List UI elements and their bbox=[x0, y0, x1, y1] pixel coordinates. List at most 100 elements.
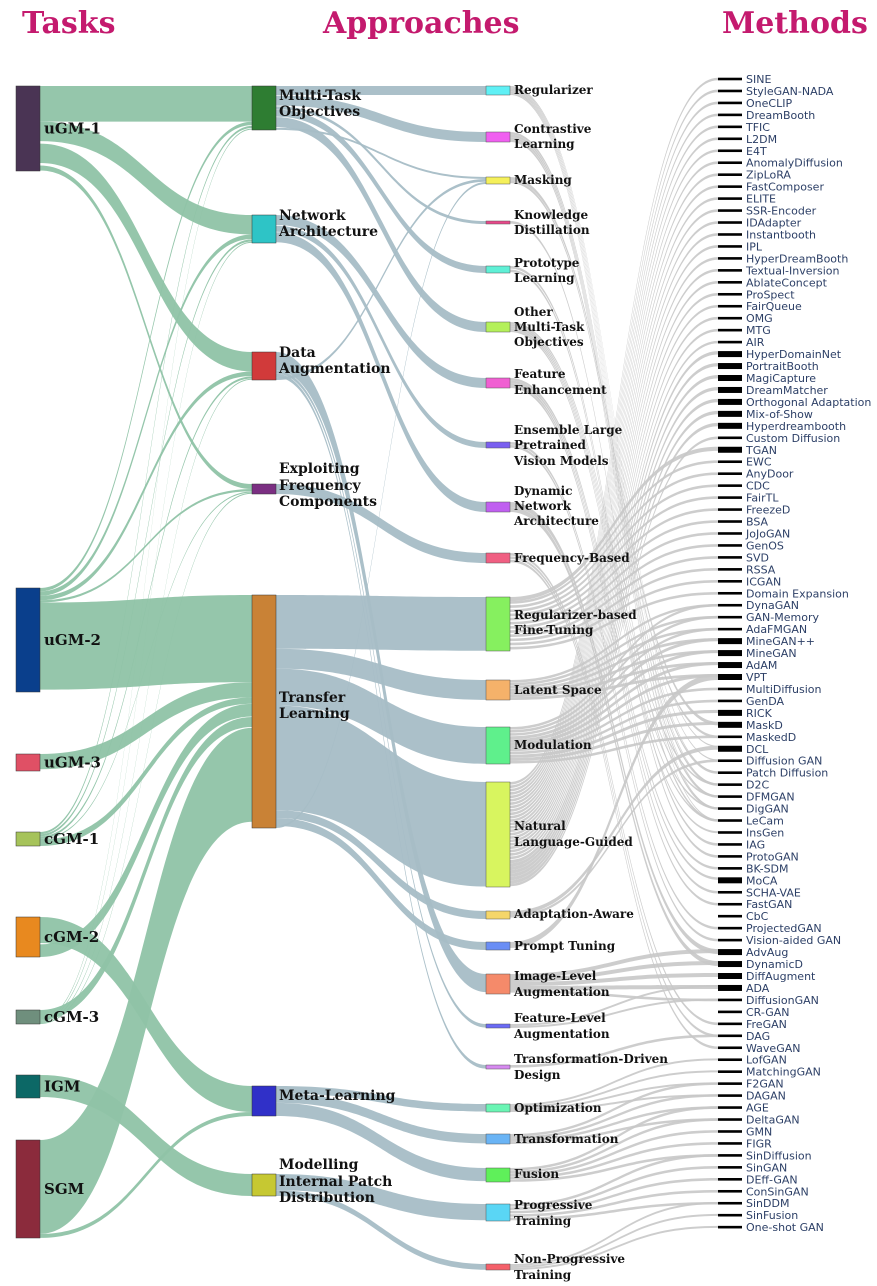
link-ugm2-da bbox=[40, 371, 252, 601]
method-label: AGE bbox=[746, 1102, 769, 1115]
method-node bbox=[718, 386, 742, 393]
link-nlg-method bbox=[510, 245, 718, 833]
method-node bbox=[718, 209, 742, 212]
category-label-na: Architecture bbox=[278, 224, 378, 240]
method-label: DAGAN bbox=[746, 1090, 786, 1103]
link-cgm1-mto bbox=[40, 125, 252, 835]
approach-links bbox=[276, 86, 486, 1270]
method-label: One-shot GAN bbox=[746, 1221, 824, 1234]
method-node bbox=[718, 771, 742, 774]
task-node-sgm bbox=[15, 1139, 41, 1239]
link-tl-aa bbox=[276, 810, 486, 919]
category-label-efc: Exploiting bbox=[279, 461, 360, 477]
method-node bbox=[718, 544, 742, 547]
link-cgm3-efc bbox=[40, 492, 252, 1024]
method-label: PortraitBooth bbox=[746, 360, 819, 373]
link-reg-method bbox=[510, 89, 718, 785]
approach-label-elpvm: Pretrained bbox=[514, 438, 587, 452]
link-mto-pl bbox=[276, 109, 486, 273]
approach-node-rbft bbox=[485, 596, 511, 652]
link-ls-method bbox=[510, 603, 718, 683]
method-node bbox=[718, 113, 742, 117]
method-label: ProjectedGAN bbox=[746, 922, 822, 935]
approach-node-mask bbox=[485, 176, 511, 185]
link-nlg-method bbox=[510, 89, 718, 788]
method-node bbox=[718, 890, 742, 894]
link-opt-method bbox=[510, 1058, 718, 1106]
link-ml-tr bbox=[276, 1093, 486, 1144]
link-ugm2-tl bbox=[40, 595, 252, 690]
method-label: EWC bbox=[746, 456, 772, 469]
method-label: SinFusion bbox=[746, 1209, 798, 1222]
link-cgm2-tl bbox=[40, 703, 252, 957]
method-node bbox=[718, 1034, 742, 1038]
method-node bbox=[718, 949, 742, 956]
approach-label-dna: Network bbox=[514, 499, 572, 513]
method-node bbox=[718, 1106, 742, 1109]
link-fb-method bbox=[510, 553, 718, 1026]
method-label: SCHA-VAE bbox=[746, 886, 801, 899]
method-label: OneCLIP bbox=[746, 97, 792, 110]
approach-node-tr bbox=[485, 1133, 511, 1145]
method-label: DigGAN bbox=[746, 803, 789, 816]
link-ugm1-da bbox=[40, 143, 252, 372]
link-mto-mask bbox=[276, 127, 486, 179]
method-node bbox=[718, 687, 742, 691]
method-links bbox=[510, 77, 718, 1270]
approach-node-fb bbox=[485, 552, 511, 564]
link-prog-method bbox=[510, 1189, 718, 1217]
approach-label-aa: Adaptation-Aware bbox=[513, 907, 634, 921]
method-node bbox=[718, 460, 742, 464]
method-label: JoJoGAN bbox=[745, 527, 790, 540]
approach-label-mask: Masking bbox=[514, 173, 572, 187]
method-label: D2C bbox=[746, 779, 769, 792]
method-node bbox=[718, 1142, 742, 1145]
method-node bbox=[718, 961, 742, 968]
link-fus-method bbox=[510, 1154, 718, 1182]
link-mod-method bbox=[510, 638, 718, 740]
link-cgm1-tl bbox=[40, 697, 252, 846]
link-ila-method bbox=[510, 990, 718, 1002]
approach-label-nprog: Non-Progressive bbox=[514, 1252, 625, 1266]
link-aa-method bbox=[510, 759, 718, 918]
method-label: DiffAugment bbox=[746, 970, 816, 983]
method-node bbox=[718, 615, 742, 619]
method-label: CR-GAN bbox=[746, 1006, 790, 1019]
method-label: ZipLoRA bbox=[746, 169, 791, 182]
link-mask-method bbox=[510, 180, 718, 739]
method-node bbox=[718, 89, 742, 93]
link-cgm1-da bbox=[40, 376, 252, 839]
method-node bbox=[718, 446, 742, 453]
method-label: Hyperdreambooth bbox=[746, 420, 846, 433]
approach-label-pl: Learning bbox=[514, 271, 575, 285]
link-efc-fb bbox=[276, 484, 486, 563]
category-label-efc: Components bbox=[279, 494, 377, 510]
method-label: DynaGAN bbox=[746, 599, 799, 612]
link-tl-pt bbox=[276, 818, 486, 950]
approach-label-rbft: Regularizer-based bbox=[514, 608, 637, 622]
link-omto-method bbox=[510, 326, 718, 810]
link-rbft-method bbox=[510, 532, 718, 629]
link-mto-omto bbox=[276, 117, 486, 332]
method-node bbox=[718, 973, 742, 979]
method-node bbox=[718, 1201, 742, 1205]
task-node-ugm2 bbox=[15, 587, 41, 693]
method-node bbox=[718, 783, 742, 786]
approach-node-elpvm bbox=[485, 441, 511, 449]
link-reg-method bbox=[510, 87, 718, 761]
category-node-efc bbox=[251, 483, 277, 495]
link-tl-nlg bbox=[276, 705, 486, 887]
approach-node-omto bbox=[485, 321, 511, 333]
link-tl-mask bbox=[276, 182, 486, 828]
method-label: FIGR bbox=[746, 1137, 772, 1150]
approach-node-kd bbox=[485, 220, 511, 225]
link-fb-method bbox=[510, 556, 718, 1038]
method-label: ADA bbox=[746, 982, 770, 995]
link-nlg-method bbox=[510, 363, 718, 867]
method-label: SVD bbox=[746, 551, 769, 564]
link-na-dna bbox=[276, 232, 486, 512]
link-ugm1-efc bbox=[40, 165, 252, 490]
header-methods: Methods bbox=[722, 6, 868, 41]
category-label-da: Augmentation bbox=[278, 361, 391, 377]
approach-label-prog: Progressive bbox=[514, 1198, 593, 1212]
